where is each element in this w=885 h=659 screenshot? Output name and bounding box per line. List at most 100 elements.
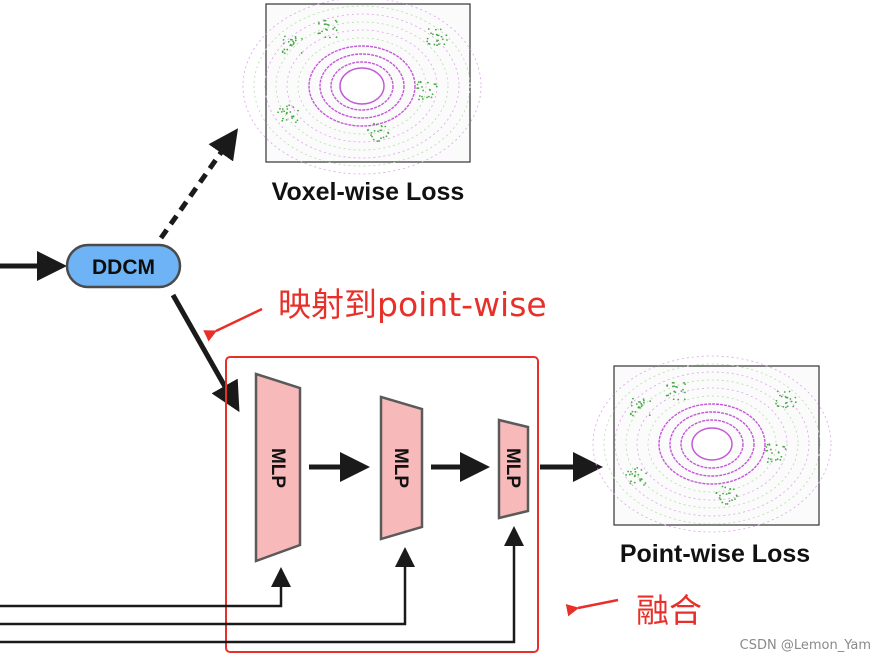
vegetation-point <box>725 493 728 495</box>
vegetation-point <box>721 501 724 504</box>
vegetation-point <box>324 19 327 22</box>
vegetation-point <box>445 34 448 37</box>
vegetation-point <box>672 381 675 384</box>
vegetation-point <box>774 459 777 461</box>
vegetation-point <box>790 400 793 403</box>
vegetation-point <box>640 405 643 408</box>
vegetation-point <box>724 486 727 489</box>
mlp-block-3: MLP <box>497 418 530 520</box>
vegetation-point <box>785 401 788 404</box>
scan-ring <box>319 53 405 119</box>
vegetation-point <box>376 140 379 143</box>
vegetation-point <box>282 38 285 41</box>
vegetation-point <box>283 48 286 51</box>
vegetation-point <box>332 28 335 30</box>
vegetation-point <box>289 111 292 113</box>
vegetation-point <box>292 40 294 43</box>
dashed-arrow-to-voxel <box>158 128 239 240</box>
vegetation-point <box>323 19 326 22</box>
vegetation-point <box>435 85 438 88</box>
vegetation-point <box>292 43 295 46</box>
scan-ring <box>680 419 744 469</box>
vegetation-point <box>768 443 771 446</box>
vegetation-point <box>719 498 722 501</box>
vegetation-point <box>321 30 323 33</box>
vegetation-point <box>643 399 645 402</box>
vegetation-point <box>777 451 780 454</box>
vegetation-point <box>426 96 428 99</box>
vegetation-point <box>439 28 442 31</box>
vegetation-point <box>777 405 780 408</box>
vegetation-point <box>769 458 772 461</box>
vegetation-point <box>786 405 789 408</box>
vegetation-point <box>648 414 651 417</box>
vegetation-point <box>786 396 789 399</box>
vegetation-point <box>285 118 288 121</box>
vegetation-point <box>630 401 633 404</box>
vegetation-point <box>629 413 632 416</box>
vegetation-point <box>430 96 433 99</box>
vegetation-point <box>378 140 380 142</box>
vegetation-point <box>281 119 284 122</box>
vegetation-point <box>436 44 438 47</box>
vegetation-point <box>775 399 778 402</box>
vegetation-point <box>317 32 320 35</box>
vegetation-point <box>286 48 289 51</box>
scan-ring <box>603 363 821 525</box>
vegetation-point <box>719 494 721 497</box>
skip-connection-2 <box>0 547 415 626</box>
vegetation-point <box>421 95 423 98</box>
vegetation-point <box>327 24 330 27</box>
scan-ring <box>592 355 832 533</box>
vegetation-point <box>784 395 787 398</box>
vegetation-point <box>433 83 436 86</box>
vegetation-point <box>286 108 289 110</box>
ddcm-label: DDCM <box>92 256 155 279</box>
scan-ring <box>636 387 788 501</box>
vegetation-point <box>286 111 288 114</box>
vegetation-point <box>635 403 638 405</box>
vegetation-point <box>673 385 676 388</box>
vegetation-point <box>633 481 636 484</box>
vegetation-point <box>634 468 636 471</box>
vegetation-point <box>630 404 633 407</box>
vegetation-point <box>640 478 643 480</box>
vegetation-point <box>794 401 797 404</box>
scan-ring <box>275 21 449 151</box>
vegetation-point <box>443 43 446 46</box>
vegetation-point <box>775 402 777 405</box>
vegetation-point <box>426 37 429 40</box>
scan-ring <box>253 5 471 167</box>
mapping-annotation-arrow <box>203 307 263 342</box>
vegetation-point <box>784 448 787 450</box>
vegetation-point <box>682 388 684 391</box>
vegetation-point <box>366 129 369 132</box>
vegetation-point <box>430 32 432 35</box>
vegetation-point <box>683 398 686 401</box>
vegetation-point <box>684 391 686 394</box>
scan-ring <box>242 0 482 175</box>
vegetation-point <box>437 39 439 42</box>
vegetation-point <box>334 19 337 22</box>
vegetation-point <box>281 108 284 110</box>
fusion-annotation: 融合 <box>636 591 702 630</box>
scan-ring <box>297 37 427 135</box>
vegetation-point <box>684 383 687 386</box>
vegetation-point <box>435 33 438 36</box>
vegetation-point <box>373 129 376 132</box>
vegetation-point <box>726 503 729 505</box>
scan-ring <box>308 45 416 127</box>
vegetation-point <box>326 29 328 31</box>
vegetation-point <box>639 478 641 481</box>
vegetation-point <box>636 467 639 469</box>
vegetation-point <box>325 23 327 26</box>
vegetation-point <box>775 444 778 447</box>
vegetation-point <box>292 115 295 118</box>
vegetation-point <box>283 110 286 113</box>
vegetation-point <box>294 121 297 124</box>
vegetation-point <box>727 492 730 495</box>
vegetation-point <box>792 405 795 408</box>
vegetation-point <box>281 51 284 54</box>
vegetation-point <box>294 37 297 40</box>
